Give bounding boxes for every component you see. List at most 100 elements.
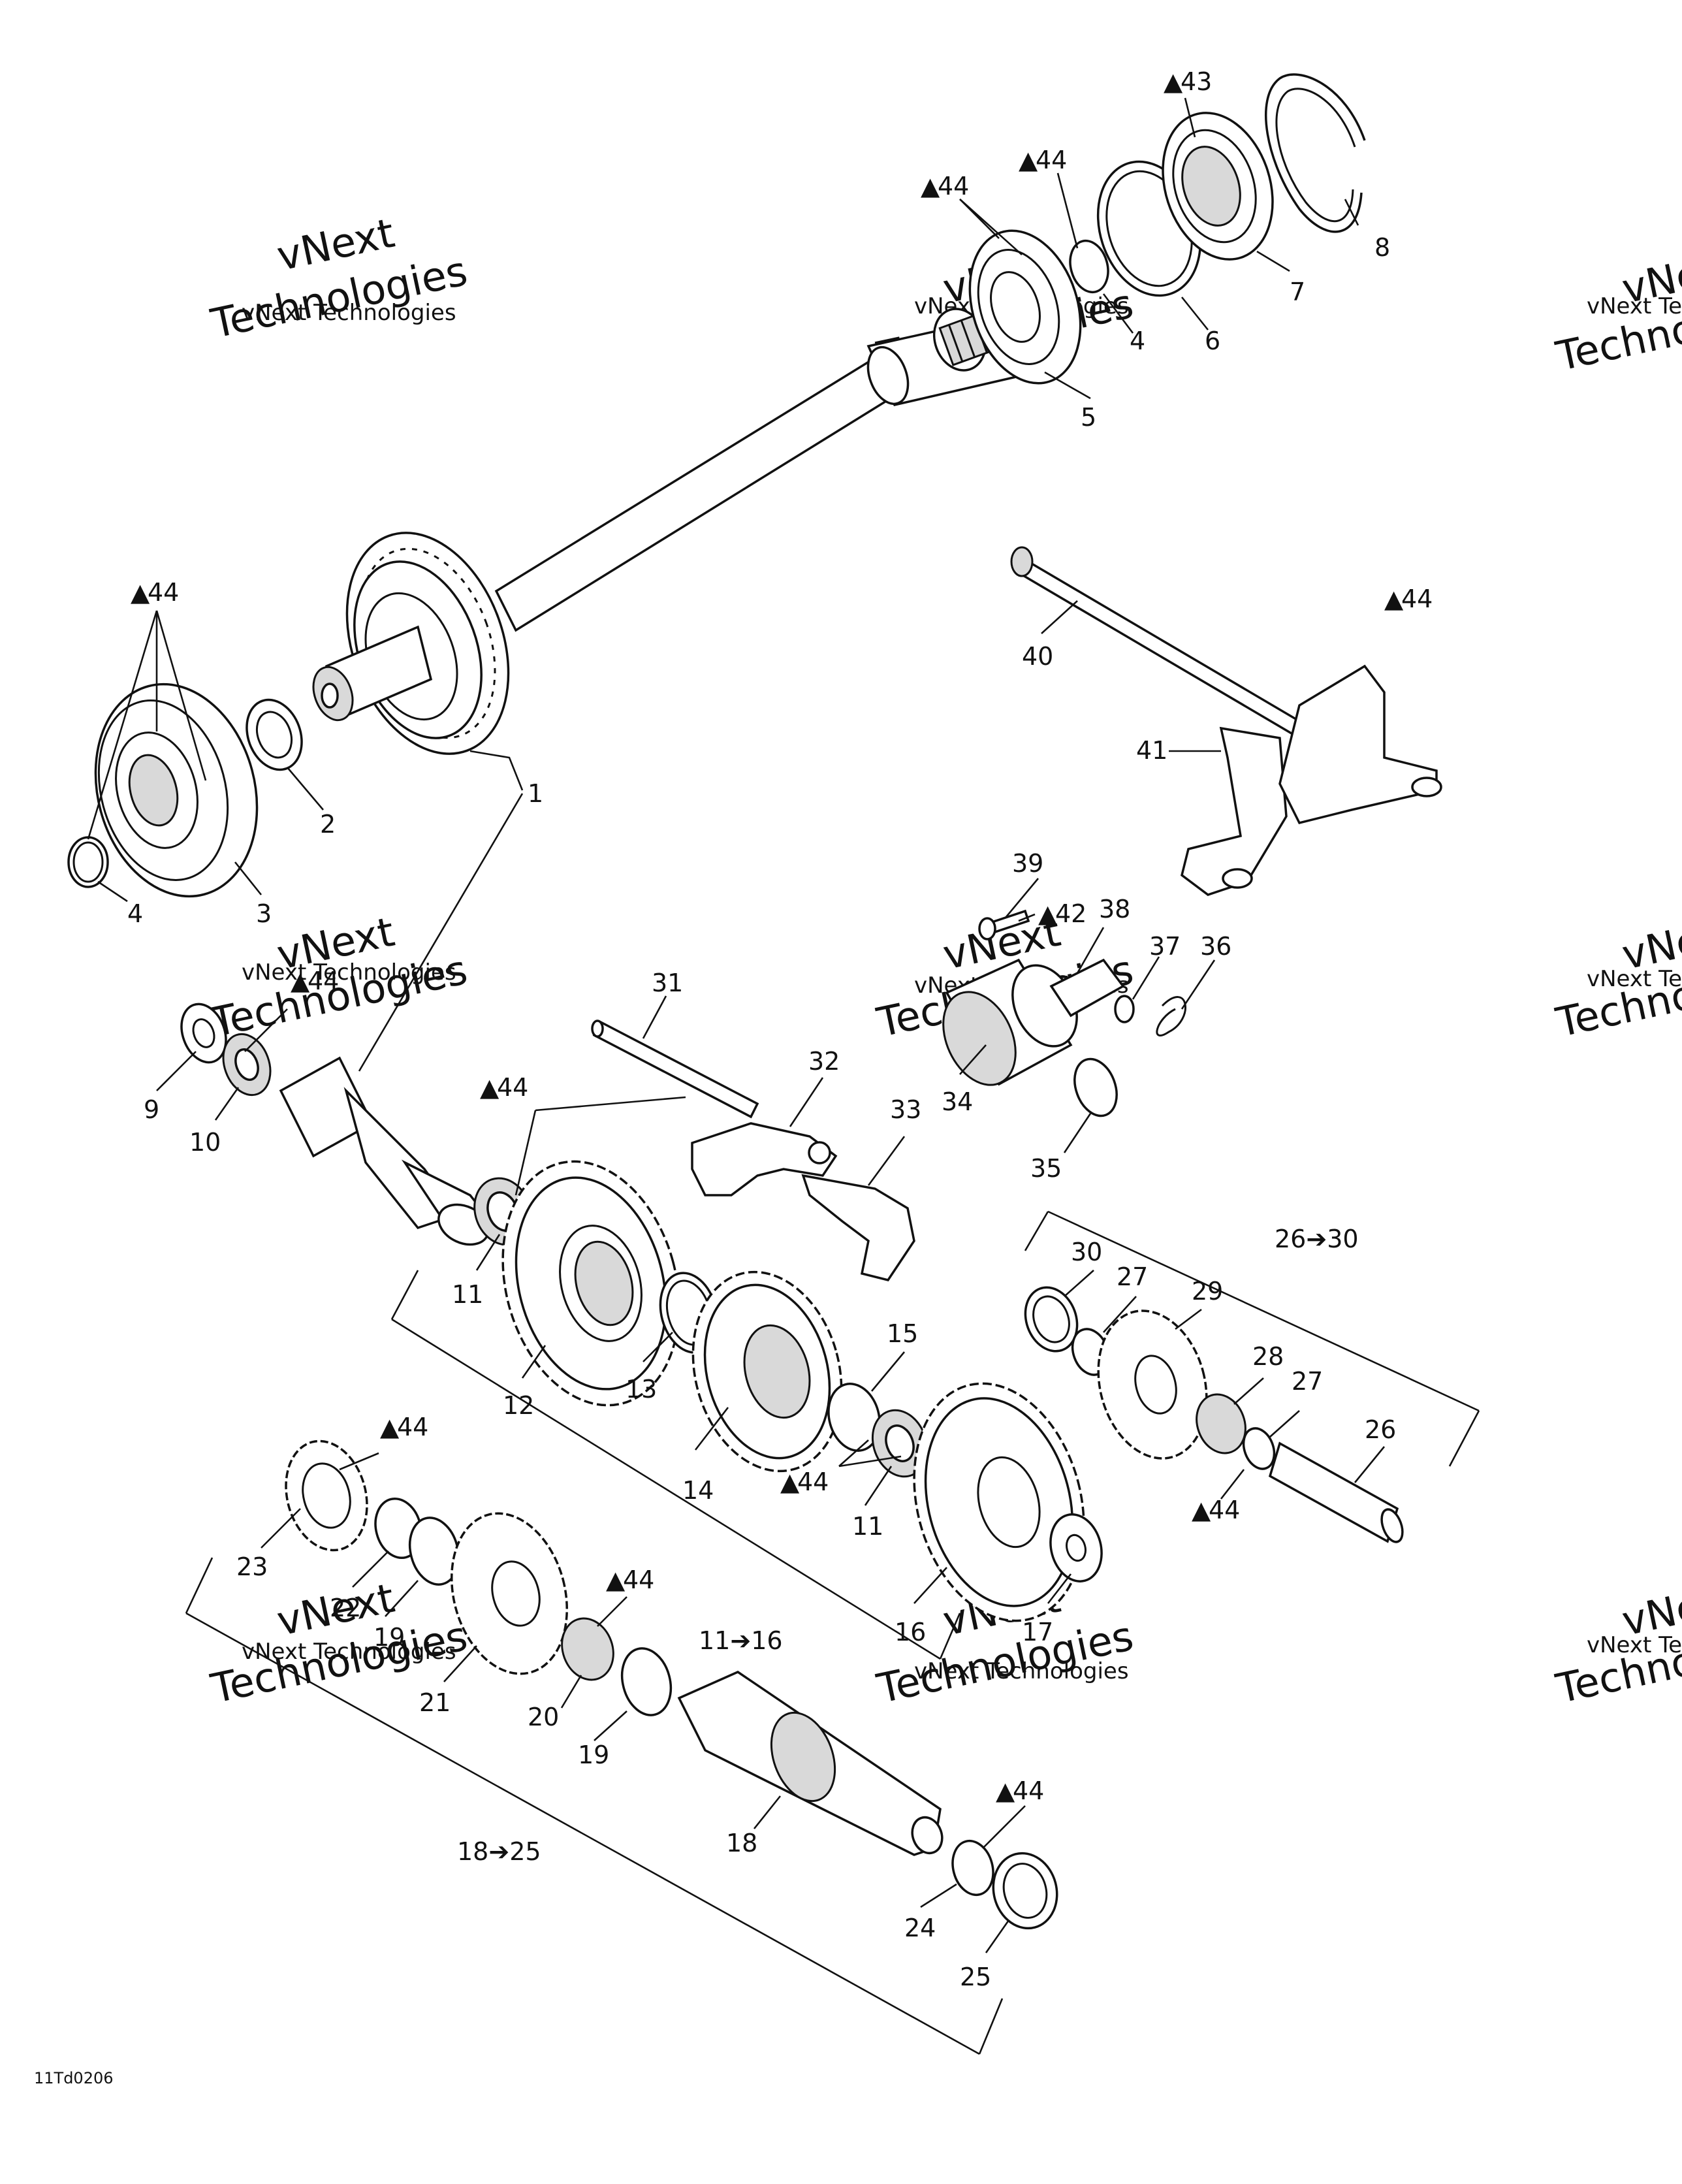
svg-text:44: 44 [148,578,179,607]
callout-27: 27 [1117,1262,1148,1291]
part-25-bearing [992,1852,1058,1930]
callout-40: 40 [1022,642,1053,671]
part-19-washer-2 [620,1647,673,1716]
callout-36: 36 [1200,932,1231,961]
drop-icon: ▲ [1038,899,1058,928]
part-20-needle-bearing [561,1617,614,1681]
group-labels: 26➔30 11➔16 18➔25 [457,1225,1359,1866]
callout-9: 9 [144,1095,159,1124]
drop-icon: ▲ [291,967,310,995]
part-17-washer [1049,1513,1103,1582]
svg-text:44: 44 [1401,585,1433,613]
lubricant-mark: ▲ 44 [480,1073,528,1102]
part-9-washer [180,1003,227,1064]
part-37-washer [1114,995,1135,1023]
lubricant-mark: ▲ 44 [380,1413,428,1441]
svg-text:44: 44 [797,1468,829,1496]
svg-text:44: 44 [623,1566,654,1594]
callout-27: 27 [1292,1367,1323,1396]
callout-25: 25 [960,1963,991,1991]
lubricant-mark: ▲ 44 [1384,585,1433,613]
callout-14: 14 [682,1476,714,1505]
part-15-washer [827,1383,881,1452]
callout-22: 22 [330,1594,361,1622]
callout-39: 39 [1012,849,1043,878]
callout-33: 33 [890,1095,921,1124]
drop-icon: ▲ [480,1073,500,1102]
drop-icon: ▲ [1384,585,1404,613]
part-41-lever [1181,664,1442,896]
callout-13: 13 [626,1375,657,1404]
watermark-text: vNext Technologies [242,1639,456,1665]
callout-32: 32 [808,1047,840,1076]
lubricant-mark: ▲ 44 [996,1776,1044,1805]
callout-35: 35 [1030,1154,1062,1183]
part-39-pin [978,909,1030,940]
part-31-rod [591,1020,759,1119]
callout-16: 16 [895,1618,926,1646]
part-11-needle-bearing-lower [871,1409,928,1478]
watermark-text: vNext Technologies [242,959,456,986]
callout-18: 18 [726,1829,757,1857]
callout-2: 2 [320,810,336,839]
drop-icon: ▲ [1164,67,1183,96]
lubricant-mark: ▲ 44 [1192,1496,1240,1524]
svg-text:44: 44 [1036,146,1067,174]
callout-4: 4 [1130,327,1145,355]
part-21-gear [451,1512,568,1675]
callout-24: 24 [904,1914,936,1942]
part-14-gear [691,1270,843,1473]
part-18-shaft [677,1671,944,1856]
part-12-gear [501,1160,680,1407]
callout-11: 11 [452,1280,483,1309]
callout-3: 3 [256,899,272,928]
callout-8: 8 [1374,233,1390,262]
drop-icon: ▲ [780,1468,800,1496]
callout-34: 34 [942,1087,973,1116]
lubricant-mark: ▲ 42 [1038,899,1087,928]
drawing-code: 11Td0206 [34,2069,114,2087]
part-38-cam [1049,958,1125,1018]
callout-6: 6 [1205,327,1220,355]
svg-text:44: 44 [397,1413,428,1441]
parts [67,73,1442,1930]
part-5-bearing [968,229,1082,385]
svg-text:44: 44 [308,967,339,995]
callout-30: 30 [1071,1238,1102,1266]
callout-31: 31 [652,969,683,997]
group-label-18-25: 18➔25 [457,1837,541,1866]
drop-icon: ▲ [131,578,150,607]
part-35-washer [1073,1057,1118,1117]
callout-19: 19 [373,1623,405,1652]
callout-15: 15 [887,1319,918,1348]
lubricant-marks: ▲ 43 ▲ 44 ▲ 44 ▲ 44 ▲ 44 ▲ 44 ▲ 44 ▲ 44 [131,67,1433,1805]
drop-icon: ▲ [380,1413,400,1441]
part-36-spring [1156,996,1186,1036]
svg-text:42: 42 [1055,899,1087,928]
part-16-gear [913,1382,1085,1622]
callout-17: 17 [1022,1618,1053,1646]
part-27-washer-2 [1242,1427,1276,1470]
part-24-washer [951,1839,994,1897]
callout-21: 21 [419,1688,451,1717]
callout-11: 11 [852,1512,883,1541]
callout-29: 29 [1192,1277,1223,1306]
lubricant-mark: ▲ 44 [291,967,339,995]
drop-icon: ▲ [1192,1496,1211,1524]
svg-text:43: 43 [1181,67,1212,96]
part-10-thrust-bearing [222,1033,272,1097]
part-40-shaft [1010,546,1308,740]
lubricant-mark: ▲ 44 [606,1566,654,1594]
callout-37: 37 [1149,932,1181,961]
callout-41: 41 [1136,736,1167,765]
watermark-text: vNext Technologies [914,1658,1129,1684]
part-1-shaft-gear [312,295,1066,755]
lubricant-mark: ▲ 43 [1164,67,1212,96]
drop-icon: ▲ [921,172,940,201]
svg-text:44: 44 [938,172,969,201]
callout-1: 1 [528,779,543,808]
callout-7: 7 [1290,278,1305,306]
part-33-shift-fork [801,1174,915,1281]
callout-19: 19 [578,1741,609,1769]
